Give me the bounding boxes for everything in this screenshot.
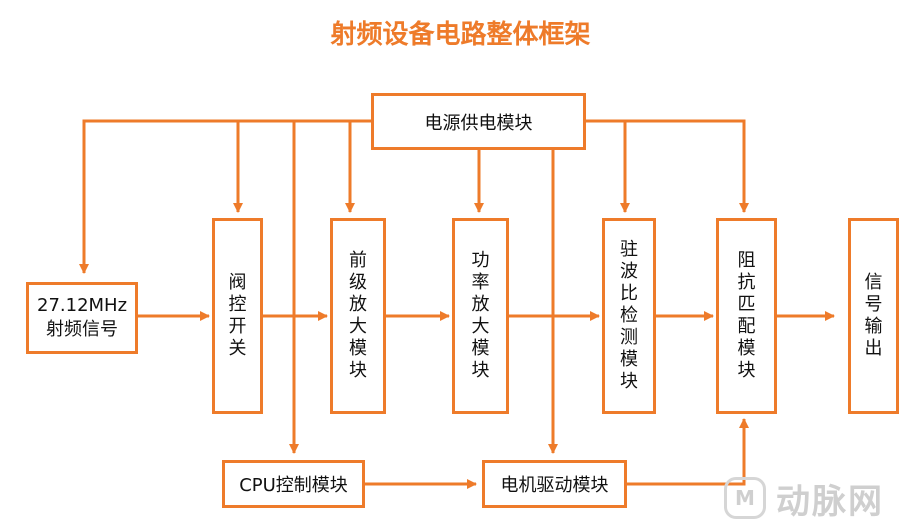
watermark-text: 动脉网 [776, 481, 884, 522]
preamp-module: 前级放大模块 [330, 218, 386, 414]
valve-switch-label: 阀控开关 [228, 272, 247, 359]
preamp-label: 前级放大模块 [349, 250, 367, 381]
power-amp-module: 功率放大模块 [452, 218, 509, 414]
valve-switch-block: 阀控开关 [212, 218, 263, 414]
vswr-label: 驻波比检测模块 [620, 239, 638, 392]
rf-signal-source: 27.12MHz射频信号 [26, 282, 138, 354]
cpu-control-module: CPU控制模块 [222, 460, 365, 508]
power-supply-module: 电源供电模块 [371, 93, 586, 150]
output-label: 信号输出 [864, 272, 883, 359]
rf-signal-label: 27.12MHz射频信号 [37, 295, 128, 340]
impedance-label: 阻抗匹配模块 [737, 250, 756, 381]
signal-output-block: 信号输出 [848, 218, 899, 414]
diagram-title: 射频设备电路整体框架 [330, 20, 591, 50]
watermark-logo-icon: M [724, 477, 766, 519]
power-amp-label: 功率放大模块 [471, 250, 490, 381]
vswr-detect-module: 驻波比检测模块 [602, 218, 656, 414]
watermark: M 动脉网 [724, 475, 884, 522]
motor-drive-module: 电机驱动模块 [482, 460, 627, 508]
impedance-match-module: 阻抗匹配模块 [716, 218, 777, 414]
